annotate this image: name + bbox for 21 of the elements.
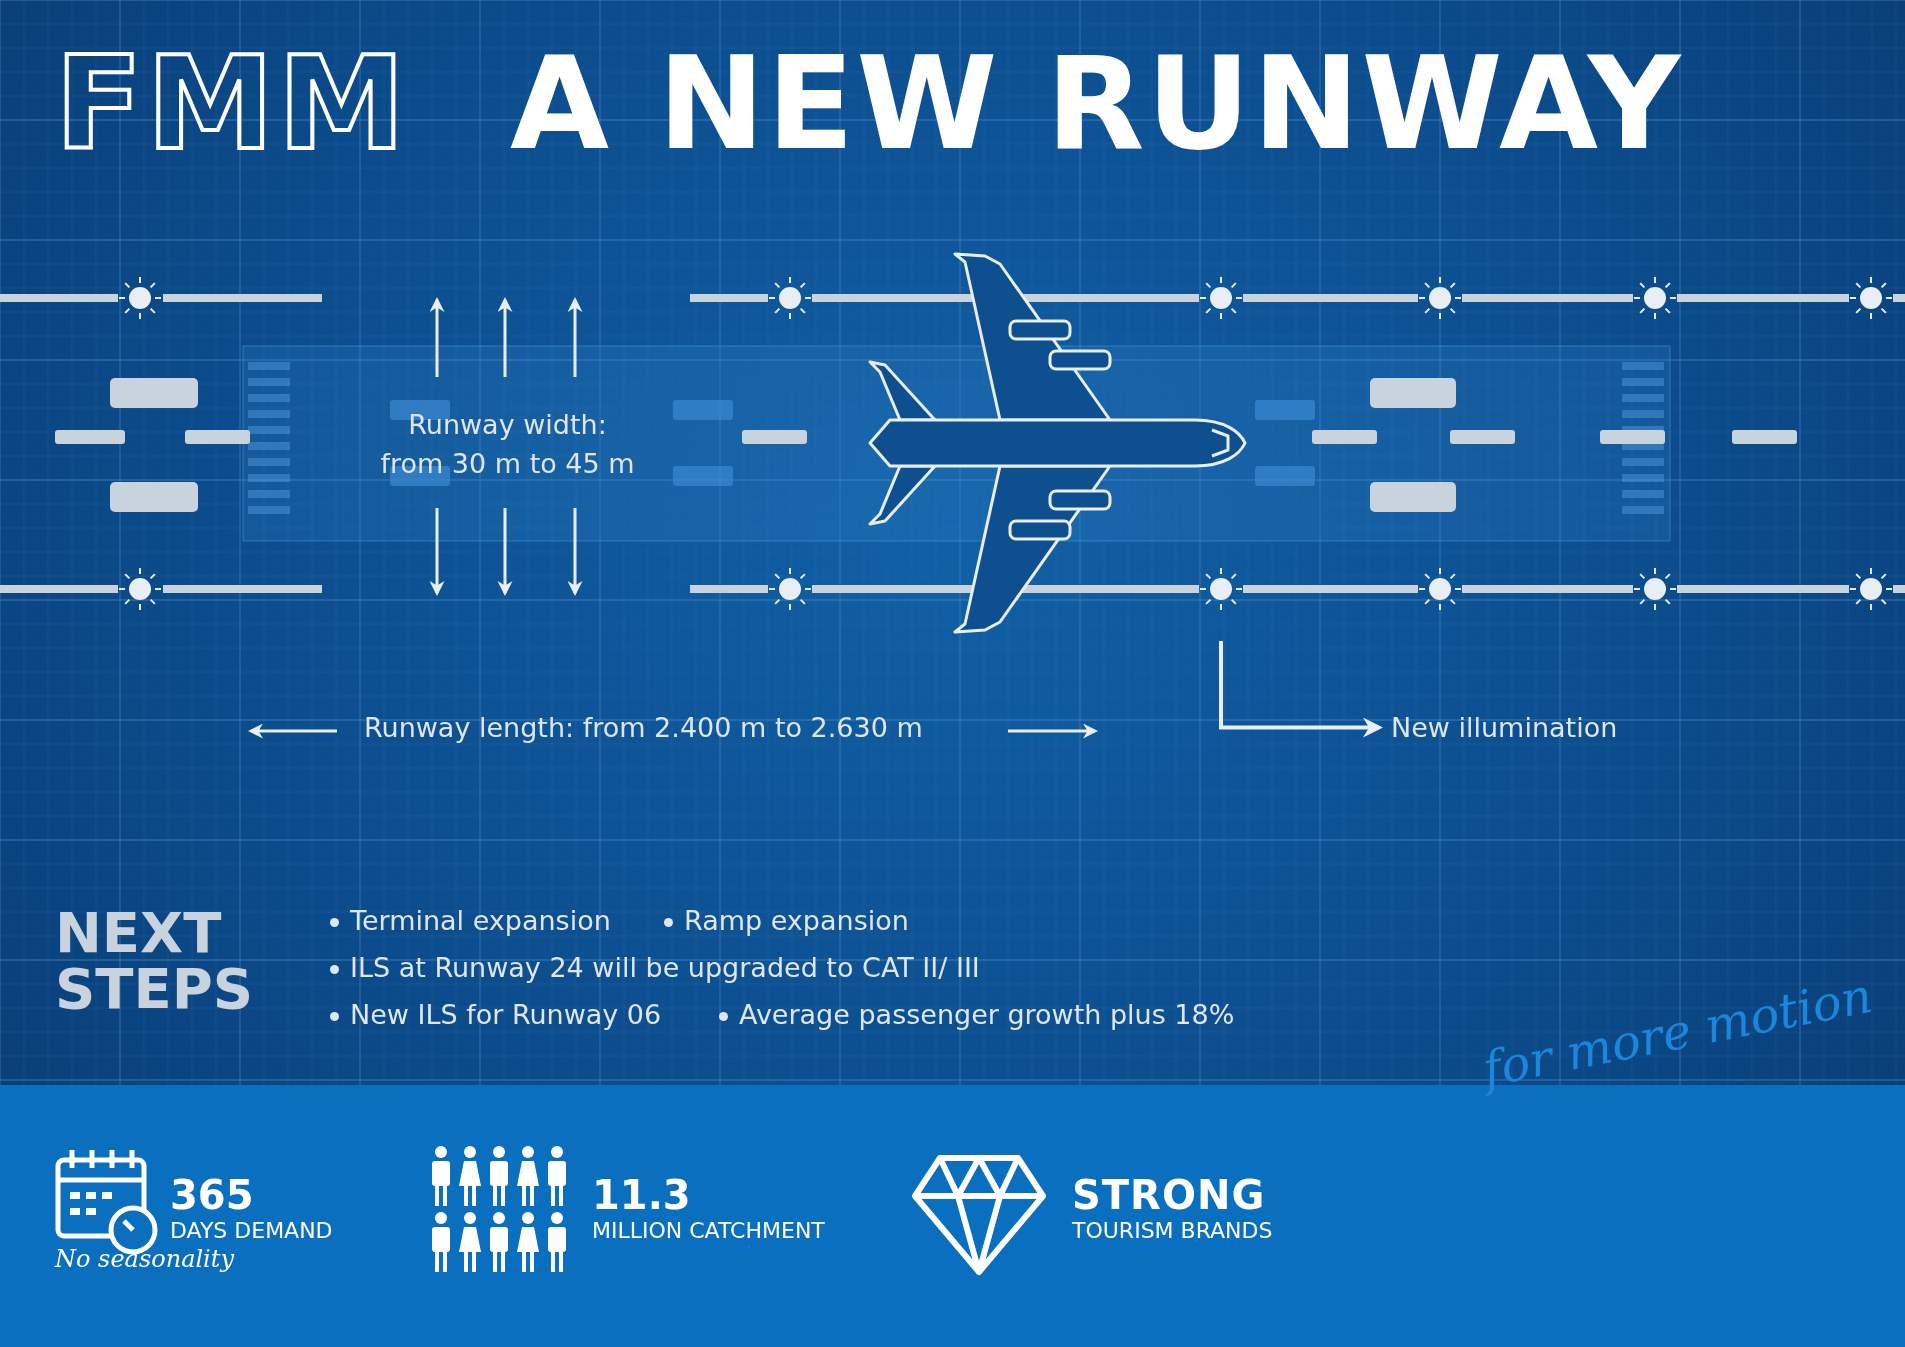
stat-caption: DAYS DEMAND [170, 1218, 333, 1244]
dimension-label: Runway width: from 30 m to 45 m [379, 408, 636, 482]
leader-arrow [1219, 641, 1383, 738]
slogan: for more motion [1478, 967, 1877, 1098]
callout-text: New illumination [1391, 712, 1618, 744]
dimension-label: Runway length: from 2.400 m to 2.630 m [364, 712, 923, 744]
bullet-text: Average passenger growth plus 18% [739, 999, 1235, 1031]
bullet-text: Ramp expansion [684, 905, 909, 937]
stat-caption: MILLION CATCHMENT [592, 1218, 825, 1244]
section-heading: NEXT STEPS [55, 905, 254, 1017]
stat-heading: STRONG [1072, 1172, 1266, 1218]
bullet-text: Terminal expansion [350, 905, 611, 937]
airport-code: FMM [55, 40, 410, 168]
stat-caption: TOURISM BRANDS [1072, 1218, 1273, 1244]
stat-number: 11.3 [592, 1172, 691, 1218]
stat-note: No seasonality [55, 1246, 234, 1274]
stat-number: 365 [170, 1172, 254, 1218]
title: A NEW RUNWAY [510, 40, 1683, 168]
bullet-text: ILS at Runway 24 will be upgraded to CAT II/ III [350, 952, 980, 984]
bullet-text: New ILS for Runway 06 [350, 999, 662, 1031]
runway-light-icon [1199, 567, 1243, 611]
